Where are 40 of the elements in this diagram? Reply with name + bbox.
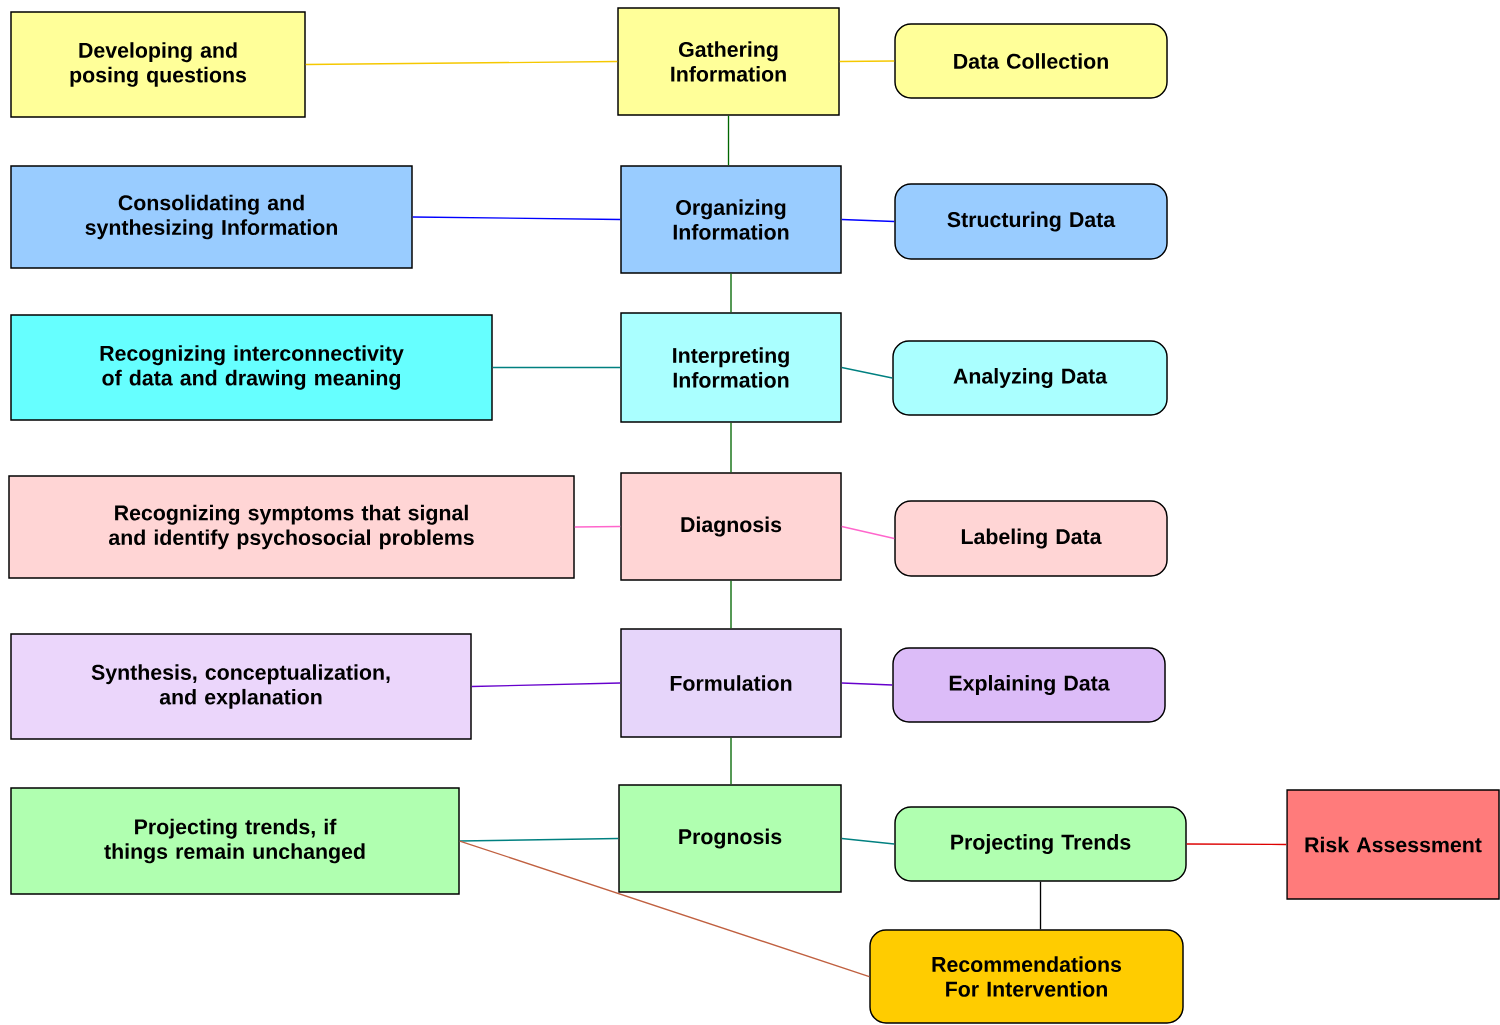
connector-line [492, 366, 621, 369]
connector-line [730, 273, 732, 313]
connector-line [841, 366, 893, 379]
rounded-box: Projecting Trends [894, 806, 1187, 882]
process-box: Interpreting Information [620, 312, 842, 423]
process-box: Gathering Information [617, 7, 840, 116]
connector-line [730, 737, 732, 785]
connector-line [839, 60, 895, 63]
connector-line [471, 682, 621, 688]
rounded-box: Labeling Data [894, 500, 1168, 577]
process-box: Projecting trends, if things remain unchanged [10, 787, 460, 895]
connector-line [574, 525, 621, 528]
connector-line [841, 682, 893, 686]
process-box: Risk Assessment [1286, 789, 1500, 900]
connector-line [305, 60, 618, 66]
rounded-box: Analyzing Data [892, 340, 1168, 416]
process-box: Consolidating and synthesizing Information [10, 165, 413, 269]
connector-line [841, 837, 895, 845]
connector-line [730, 580, 732, 629]
process-box: Formulation [620, 628, 842, 738]
rounded-box: Explaining Data [892, 647, 1166, 723]
connector-line [412, 216, 621, 221]
rounded-box: Recommendations For Intervention [869, 929, 1184, 1024]
connector-line [459, 837, 619, 842]
process-box: Recognizing interconnectivity of data and drawing meaning [10, 314, 493, 421]
connector-line [1186, 843, 1287, 846]
connector-line [1039, 881, 1042, 930]
connector-line [459, 840, 870, 978]
rounded-box: Data Collection [894, 23, 1168, 99]
connector-line [841, 525, 895, 540]
process-box: Developing and posing questions [10, 11, 306, 118]
process-box: Organizing Information [620, 165, 842, 274]
process-box: Recognizing symptoms that signal and identify psychosocial problems [8, 475, 575, 579]
process-box: Diagnosis [620, 472, 842, 581]
connector-line [841, 218, 895, 223]
rounded-box: Structuring Data [894, 183, 1168, 260]
process-box: Synthesis, conceptualization, and explanation [10, 633, 472, 740]
connector-line [727, 115, 730, 166]
process-box: Prognosis [618, 784, 842, 893]
connector-line [730, 422, 732, 473]
